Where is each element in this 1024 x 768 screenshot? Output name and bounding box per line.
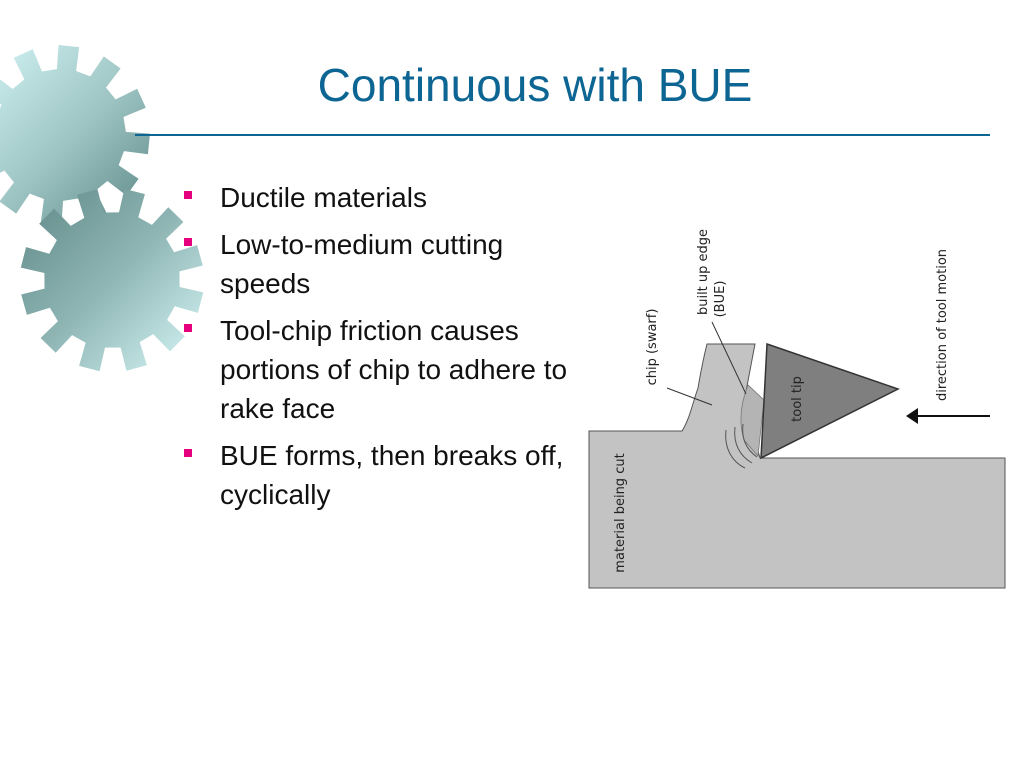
bue-cutting-diagram: chip (swarf) built up edge (BUE) tool ti…: [588, 229, 1006, 589]
bullet-square-icon: [184, 191, 192, 199]
bullet-square-icon: [184, 238, 192, 246]
title-divider: [135, 134, 990, 136]
gear-top: [0, 45, 150, 225]
bullet-item: Tool-chip friction causes portions of ch…: [184, 311, 584, 428]
bullet-item: BUE forms, then breaks off, cyclically: [184, 436, 584, 514]
gears-decoration: [0, 45, 204, 372]
chip-label: chip (swarf): [645, 309, 660, 386]
material-label: material being cut: [613, 453, 628, 572]
bullet-item: Low-to-medium cutting speeds: [184, 225, 584, 303]
bullet-square-icon: [184, 449, 192, 457]
shear-arcs: [725, 423, 758, 469]
bullet-text: Tool-chip friction causes portions of ch…: [220, 315, 568, 424]
tool-tip-label: tool tip: [790, 376, 805, 422]
bullet-text: Ductile materials: [220, 182, 427, 213]
bue-label-line2: (BUE): [713, 281, 728, 318]
gear-bottom: [20, 188, 204, 372]
bue-leader-line: [711, 321, 747, 395]
tool-tip-shape: [760, 342, 900, 460]
bullet-square-icon: [184, 324, 192, 332]
tool-motion-label: direction of tool motion: [935, 249, 950, 401]
bullet-text: Low-to-medium cutting speeds: [220, 229, 504, 299]
bue-label-line1: built up edge: [696, 229, 711, 315]
bullet-text: BUE forms, then breaks off, cyclically: [220, 440, 564, 510]
slide-title: Continuous with BUE: [317, 59, 753, 111]
bullet-list: Ductile materials Low-to-medium cutting …: [184, 178, 584, 522]
chip-leader-line: [666, 387, 713, 406]
tool-motion-arrow: [906, 408, 990, 424]
bullet-item: Ductile materials: [184, 178, 584, 217]
